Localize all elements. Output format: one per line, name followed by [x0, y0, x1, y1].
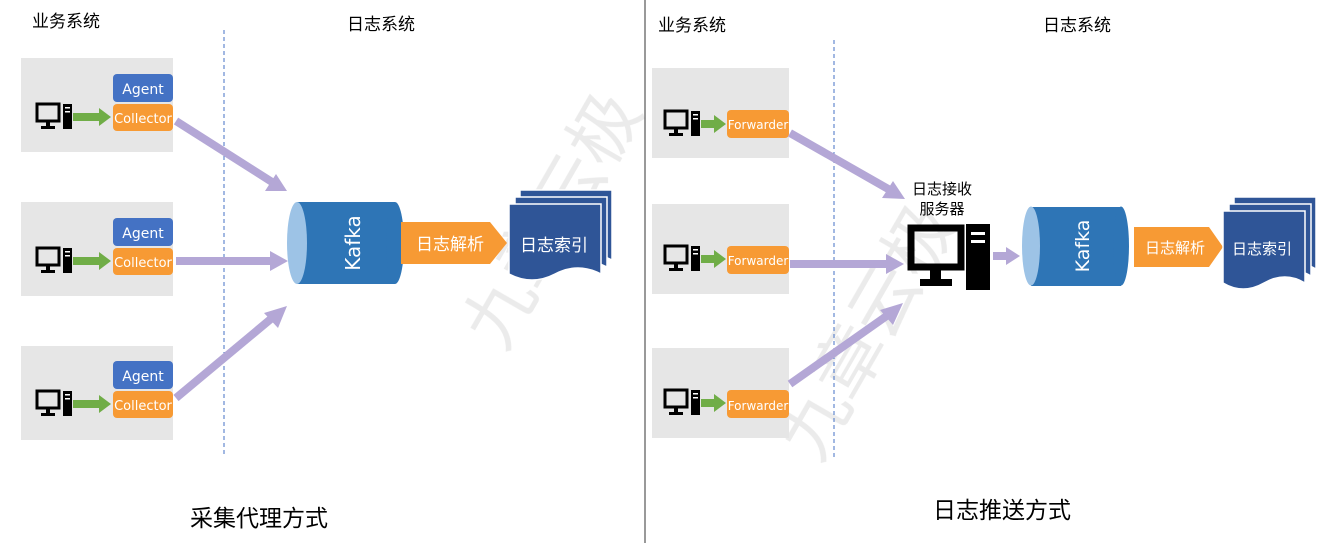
- flow-arrowhead: [265, 174, 287, 191]
- left-flow-arrows: [173, 117, 288, 402]
- forwarder-box: [727, 110, 789, 138]
- green-arrow-icon: [73, 395, 111, 413]
- left-caption: 采集代理方式: [190, 506, 328, 532]
- flow-arrowhead: [882, 181, 905, 199]
- forwarder-box: [727, 246, 789, 274]
- green-arrow-icon: [701, 250, 726, 268]
- flow-arrow: [787, 311, 891, 388]
- left-kafka-cylinder: Kafka: [287, 202, 404, 284]
- right-parse-arrow: 日志解析: [1134, 227, 1223, 267]
- cylinder-icon: [297, 202, 395, 284]
- collector-label: Collector: [114, 399, 172, 414]
- parse-label: 日志解析: [1145, 239, 1205, 257]
- right-source-row-1: Forwarder: [652, 68, 789, 158]
- right-index-stack: 日志索引: [1222, 196, 1317, 290]
- flow-arrow: [788, 129, 892, 194]
- green-arrow-icon: [701, 394, 726, 412]
- forwarder-label: Forwarder: [728, 254, 789, 268]
- flow-arrowhead: [886, 254, 904, 274]
- agent-box: [113, 74, 173, 102]
- right-business-label: 业务系统: [658, 16, 726, 36]
- forwarder-label: Forwarder: [728, 118, 789, 132]
- collector-label: Collector: [114, 112, 172, 127]
- right-flow-arrows: [787, 129, 905, 388]
- server-computer-icon: [907, 224, 990, 290]
- cylinder-icon: [1031, 207, 1121, 286]
- forwarder-box: [727, 390, 789, 418]
- right-log-label: 日志系统: [1043, 16, 1111, 36]
- agent-label: Agent: [122, 226, 164, 242]
- green-arrow-icon: [701, 115, 726, 133]
- flow-arrow: [173, 314, 275, 402]
- right-source-row-2: Forwarder: [652, 204, 789, 294]
- flow-arrowhead: [264, 306, 287, 328]
- agent-box: [113, 218, 173, 246]
- collector-box: [113, 104, 173, 131]
- green-arrow-icon: [73, 108, 111, 126]
- index-label: 日志索引: [1232, 240, 1292, 258]
- left-index-stack: 日志索引: [508, 189, 613, 281]
- green-arrow-icon: [73, 252, 111, 270]
- agent-label: Agent: [122, 369, 164, 385]
- right-kafka-cylinder: Kafka: [1022, 206, 1129, 286]
- flow-arrow: [173, 117, 275, 186]
- left-source-row-3: Agent Collector: [21, 346, 173, 440]
- flow-arrowhead: [880, 303, 903, 325]
- parse-label: 日志解析: [416, 235, 484, 255]
- collector-box: [113, 248, 173, 275]
- right-source-row-3: Forwarder: [652, 348, 789, 438]
- collector-box: [113, 391, 173, 418]
- server-label-line2: 服务器: [919, 200, 964, 218]
- left-parse-arrow: 日志解析: [401, 222, 507, 264]
- kafka-label: Kafka: [1072, 220, 1094, 273]
- agent-label: Agent: [122, 82, 164, 98]
- left-log-label: 日志系统: [347, 15, 415, 35]
- left-source-row-2: Agent Collector: [21, 202, 173, 296]
- kafka-label: Kafka: [341, 215, 365, 271]
- index-label: 日志索引: [520, 236, 588, 256]
- flow-arrowhead: [270, 251, 288, 271]
- left-business-label: 业务系统: [32, 12, 100, 32]
- collector-label: Collector: [114, 256, 172, 271]
- right-caption: 日志推送方式: [933, 498, 1071, 524]
- server-label-line1: 日志接收: [912, 180, 972, 198]
- server-to-kafka-arrow: [993, 247, 1020, 265]
- forwarder-label: Forwarder: [728, 399, 789, 413]
- agent-box: [113, 361, 173, 389]
- left-source-row-1: Agent Collector: [21, 58, 173, 152]
